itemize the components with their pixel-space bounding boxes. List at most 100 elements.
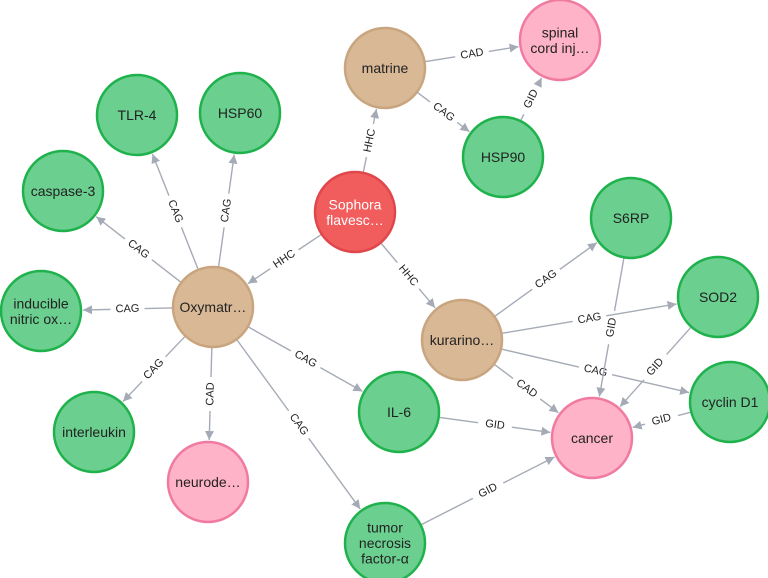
edge-cyclind1-cancer: GID xyxy=(632,411,691,430)
node-circle[interactable] xyxy=(166,440,250,524)
edge-line xyxy=(494,288,533,317)
node-circle[interactable] xyxy=(550,396,634,480)
edge-line xyxy=(439,416,479,424)
edge-arrow xyxy=(204,410,214,441)
edge-hsp90-spinal: GID xyxy=(520,77,543,121)
edge-label: GID xyxy=(485,418,506,433)
node-matrine[interactable]: matrine xyxy=(343,26,427,110)
node-kurarinone[interactable]: kurarino… xyxy=(420,298,504,382)
node-circle[interactable] xyxy=(518,0,602,82)
edge-line xyxy=(362,156,368,173)
node-label: Oxymatr… xyxy=(180,299,247,315)
edge-line xyxy=(380,243,398,264)
edge-label: HHC xyxy=(271,248,298,271)
node-circle[interactable] xyxy=(95,73,179,157)
edge-arrow xyxy=(247,268,271,285)
node-circle[interactable] xyxy=(589,176,673,260)
edge-arrow xyxy=(596,344,610,397)
edge-matrine-spinal: CAD xyxy=(425,43,519,63)
edge-arrow xyxy=(228,154,238,194)
edge-oxymatrine-hsp60: CAG xyxy=(217,154,238,267)
node-label: Sophora xyxy=(329,196,382,212)
node-label: IL-6 xyxy=(387,404,411,420)
node-circle[interactable] xyxy=(0,269,83,353)
edge-line xyxy=(494,364,514,380)
edge-il6-cancer: GID xyxy=(439,416,551,436)
node-circle[interactable] xyxy=(313,170,397,254)
node-s6rp[interactable]: S6RP xyxy=(589,176,673,260)
edge-arrow xyxy=(539,398,559,414)
edge-line xyxy=(236,339,290,412)
edge-label: CAG xyxy=(577,311,602,327)
edge-oxymatrine-il6: CAG xyxy=(248,326,363,392)
node-tlr4[interactable]: TLR-4 xyxy=(95,73,179,157)
edge-label: CAD xyxy=(204,382,217,406)
node-circle[interactable] xyxy=(343,501,427,578)
edge-line xyxy=(425,56,456,63)
node-circle[interactable] xyxy=(52,390,136,474)
edge-line xyxy=(165,336,186,358)
node-interleukin[interactable]: interleukin xyxy=(52,390,136,474)
node-circle[interactable] xyxy=(420,298,504,382)
edge-line xyxy=(217,227,225,267)
node-circle[interactable] xyxy=(198,71,282,155)
edge-label: CAG xyxy=(165,198,185,225)
edge-line xyxy=(421,497,474,526)
edge-oxymatrine-caspase3: CAG xyxy=(95,216,181,283)
edge-label: CAG xyxy=(115,303,139,316)
edge-arrow xyxy=(511,426,551,436)
node-circle[interactable] xyxy=(676,255,760,339)
edge-label: CAG xyxy=(287,411,311,437)
edge-oxymatrine-inos: CAG xyxy=(82,303,173,316)
edge-arrow xyxy=(632,420,646,430)
edge-sophora-matrine: HHC xyxy=(362,108,380,173)
edge-arrow xyxy=(82,305,111,315)
node-caspase3[interactable]: caspase-3 xyxy=(21,149,105,233)
edge-s6rp-cancer: GID xyxy=(596,258,625,397)
edge-arrow xyxy=(320,367,363,392)
node-il6[interactable]: IL-6 xyxy=(357,370,441,454)
edge-line xyxy=(502,320,573,334)
node-label: nitric ox… xyxy=(10,311,72,327)
node-circle[interactable] xyxy=(688,360,768,444)
edge-oxymatrine-tnf: CAG xyxy=(236,339,361,510)
edge-label: CAG xyxy=(141,356,166,382)
node-circle[interactable] xyxy=(461,115,545,199)
node-circle[interactable] xyxy=(343,26,427,110)
edge-arrow xyxy=(308,437,361,510)
node-circle[interactable] xyxy=(357,370,441,454)
edge-label: GID xyxy=(651,412,673,429)
node-label: neurode… xyxy=(175,474,240,490)
node-label: inducible xyxy=(13,295,68,311)
edge-label: CAD xyxy=(460,46,485,62)
edge-kurarinone-cyclind1: CAG xyxy=(501,348,690,395)
edge-line xyxy=(298,234,322,251)
node-oxymatrine[interactable]: Oxymatr… xyxy=(171,265,255,349)
node-hsp60[interactable]: HSP60 xyxy=(198,71,282,155)
edge-arrow xyxy=(611,374,690,395)
edge-arrow xyxy=(122,380,143,403)
node-cyclind1[interactable]: cyclin D1 xyxy=(688,360,768,444)
node-sod2[interactable]: SOD2 xyxy=(676,255,760,339)
node-neurode[interactable]: neurode… xyxy=(166,440,250,524)
node-circle[interactable] xyxy=(171,265,255,349)
edge-line xyxy=(613,258,625,311)
node-cancer[interactable]: cancer xyxy=(550,396,634,480)
edge-arrow xyxy=(488,43,519,53)
node-hsp90[interactable]: HSP90 xyxy=(461,115,545,199)
node-circle[interactable] xyxy=(21,149,105,233)
edge-arrow xyxy=(95,216,126,240)
edge-tnf-cancer: GID xyxy=(421,456,555,526)
edge-label: HHC xyxy=(396,263,421,289)
edge-label: GID xyxy=(477,481,500,501)
edge-line xyxy=(677,411,691,417)
node-label: cord inj… xyxy=(530,40,589,56)
edge-label: CAG xyxy=(533,267,559,291)
node-label: necrosis xyxy=(359,535,411,551)
node-sophora[interactable]: Sophoraflavesc… xyxy=(313,170,397,254)
node-label: HSP60 xyxy=(218,105,263,121)
edge-label: CAG xyxy=(219,198,234,223)
